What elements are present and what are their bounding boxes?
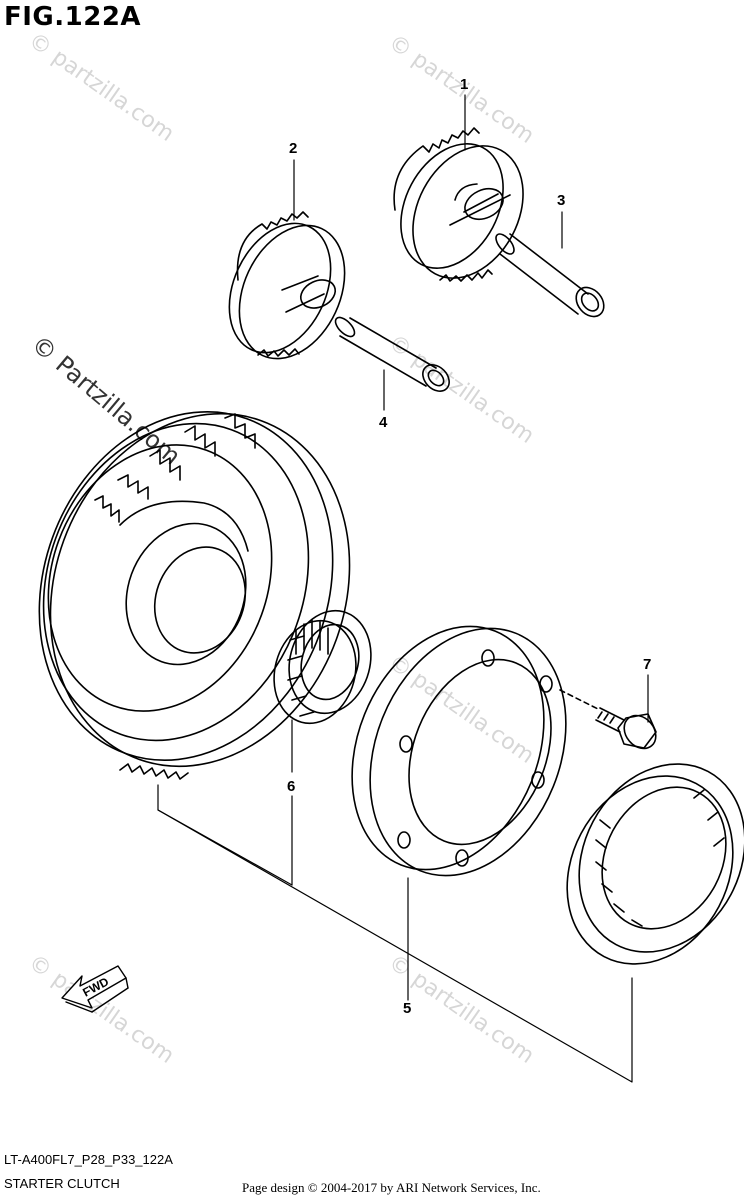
part-2-gear (228, 211, 346, 360)
callout-5: 5 (403, 1000, 412, 1017)
copyright-credit: Page design © 2004-2017 by ARI Network S… (242, 1180, 541, 1195)
part-7-bolt (559, 689, 657, 750)
callout-7: 7 (643, 656, 652, 673)
figure-title: FIG.122A (4, 2, 142, 32)
figure-code: LT-A400FL7_P28_P33_122A (4, 1152, 173, 1167)
part-4-shaft (334, 316, 450, 392)
fwd-arrow-icon (61, 965, 129, 1013)
one-way-clutch (566, 763, 744, 965)
part-6-needle-bearing (273, 609, 372, 725)
part-3-shaft (495, 233, 605, 318)
part-5-clutch-housing (351, 625, 567, 877)
callout-1: 1 (460, 76, 469, 93)
part-1-idle-gear (393, 127, 524, 282)
starter-driven-gear (38, 411, 351, 780)
leader-lines (157, 94, 649, 1083)
callout-3: 3 (557, 192, 566, 209)
callout-2: 2 (289, 140, 298, 157)
figure-name: STARTER CLUTCH (4, 1176, 120, 1191)
callout-4: 4 (379, 414, 388, 431)
callout-6: 6 (287, 778, 296, 795)
